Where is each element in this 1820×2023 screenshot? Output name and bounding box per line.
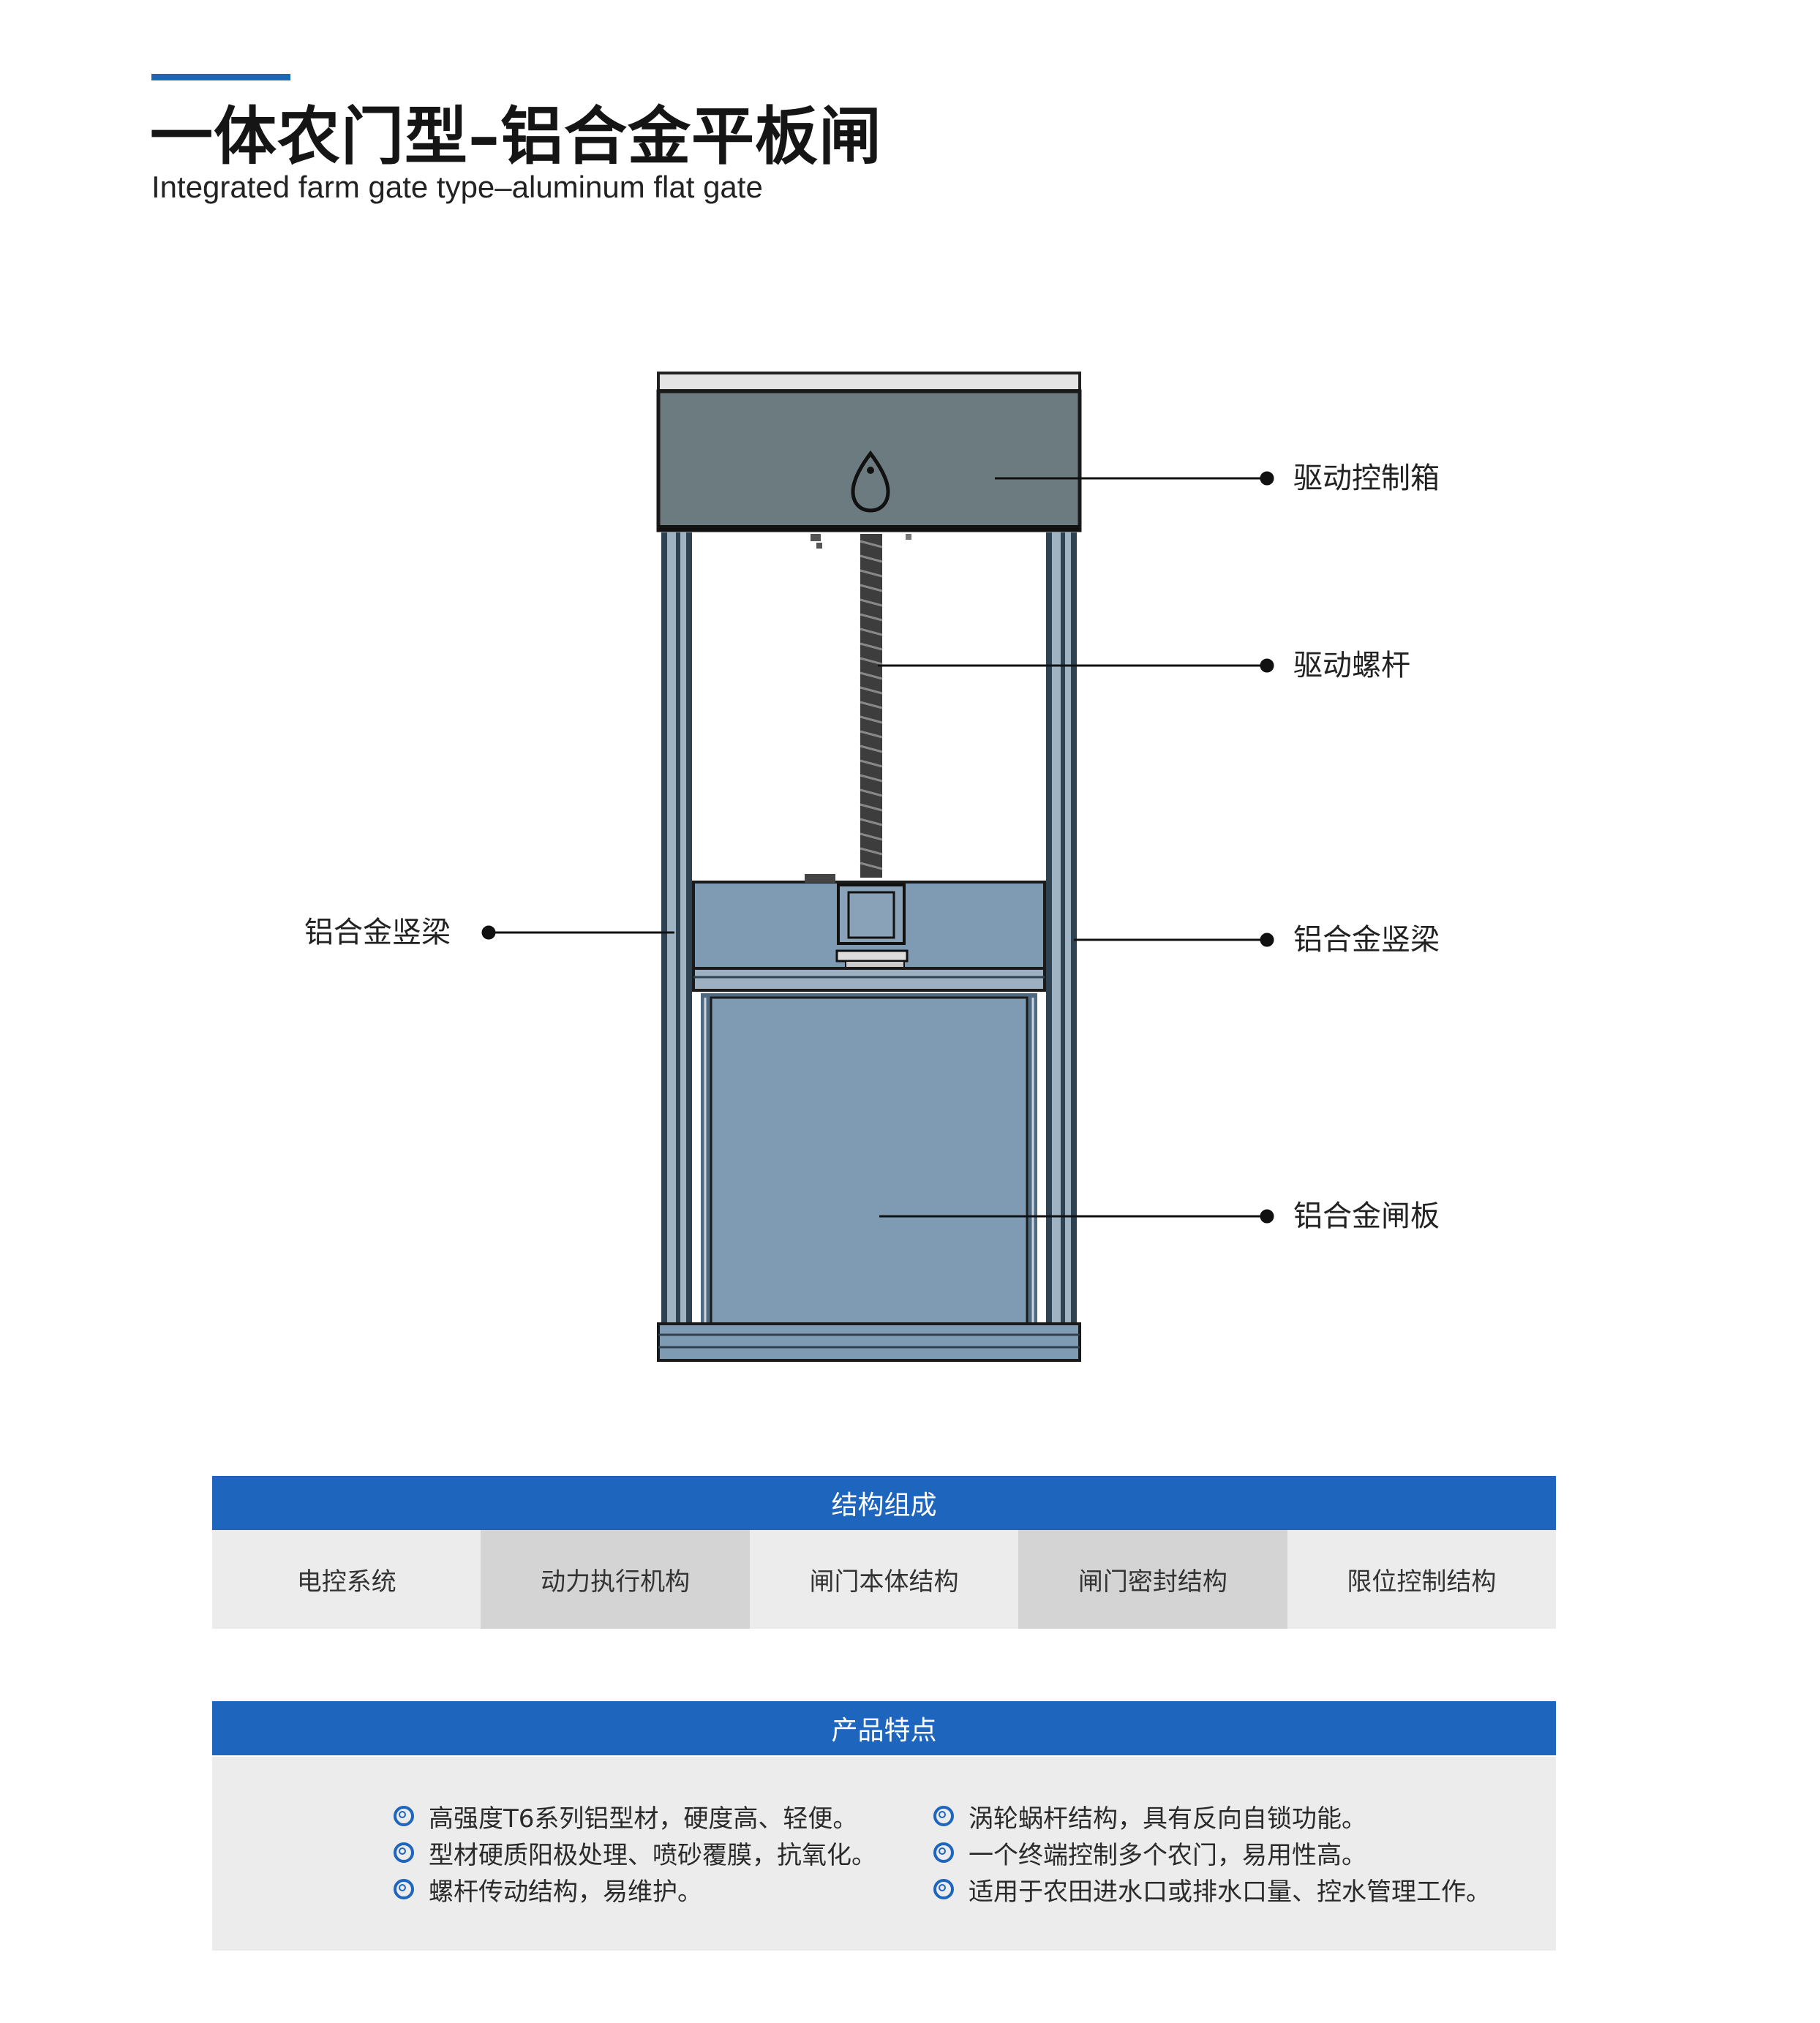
structure-item: 限位控制结构 xyxy=(1287,1530,1557,1629)
feature-item: 型材硬质阳极处理、喷砂覆膜，抗氧化。 xyxy=(394,1834,876,1871)
structure-item: 动力执行机构 xyxy=(481,1530,750,1629)
label-left-beam: 铝合金竖梁 xyxy=(304,916,451,949)
left-column xyxy=(661,532,692,1359)
bullet-icon xyxy=(394,1842,414,1863)
gate-plate xyxy=(710,996,1029,1346)
features-title-bar: 产品特点 xyxy=(212,1701,1556,1755)
label-drive-box: 驱动控制箱 xyxy=(1293,462,1440,495)
gate-drawing xyxy=(481,372,1274,1362)
structure-item: 闸门本体结构 xyxy=(749,1530,1019,1629)
bullet-icon xyxy=(933,1879,954,1899)
title-accent-bar xyxy=(151,74,290,80)
drop-icon xyxy=(851,450,890,513)
label-gate-plate: 铝合金闸板 xyxy=(1293,1199,1440,1233)
bullet-icon xyxy=(933,1806,954,1826)
feature-item: 高强度T6系列铝型材，硬度高、轻便。 xyxy=(394,1798,876,1834)
page-subtitle: Integrated farm gate type–aluminum flat … xyxy=(151,170,763,204)
label-drive-screw: 驱动螺杆 xyxy=(1293,649,1410,682)
feature-item: 涡轮蜗杆结构，具有反向自锁功能。 xyxy=(933,1798,1491,1834)
page-title: 一体农门型–铝合金平板闸 xyxy=(150,100,882,173)
structure-row: 电控系统 动力执行机构 闸门本体结构 闸门密封结构 限位控制结构 xyxy=(212,1530,1557,1629)
bullet-icon xyxy=(394,1806,414,1826)
bullet-icon xyxy=(394,1879,414,1899)
control-box xyxy=(656,389,1082,532)
label-right-beam: 铝合金竖梁 xyxy=(1293,923,1440,957)
features-box: 高强度T6系列铝型材，硬度高、轻便。 型材硬质阳极处理、喷砂覆膜，抗氧化。 螺杆… xyxy=(212,1757,1556,1951)
structure-item: 电控系统 xyxy=(212,1530,481,1629)
features-left-list: 高强度T6系列铝型材，硬度高、轻便。 型材硬质阳极处理、喷砂覆膜，抗氧化。 螺杆… xyxy=(394,1798,876,1907)
bullet-icon xyxy=(933,1842,954,1863)
structure-title-bar: 结构组成 xyxy=(212,1476,1556,1530)
feature-item: 一个终端控制多个农门，易用性高。 xyxy=(933,1834,1491,1871)
gate-diagram: 驱动控制箱 驱动螺杆 铝合金竖梁 铝合金竖梁 铝合金闸板 xyxy=(0,351,1820,1375)
features-right-list: 涡轮蜗杆结构，具有反向自锁功能。 一个终端控制多个农门，易用性高。 适用于农田进… xyxy=(933,1798,1491,1907)
feature-item: 适用于农田进水口或排水口量、控水管理工作。 xyxy=(933,1871,1491,1907)
feature-item: 螺杆传动结构，易维护。 xyxy=(394,1871,876,1907)
top-cap xyxy=(657,372,1081,392)
structure-item: 闸门密封结构 xyxy=(1018,1530,1287,1629)
right-column xyxy=(1046,532,1077,1359)
